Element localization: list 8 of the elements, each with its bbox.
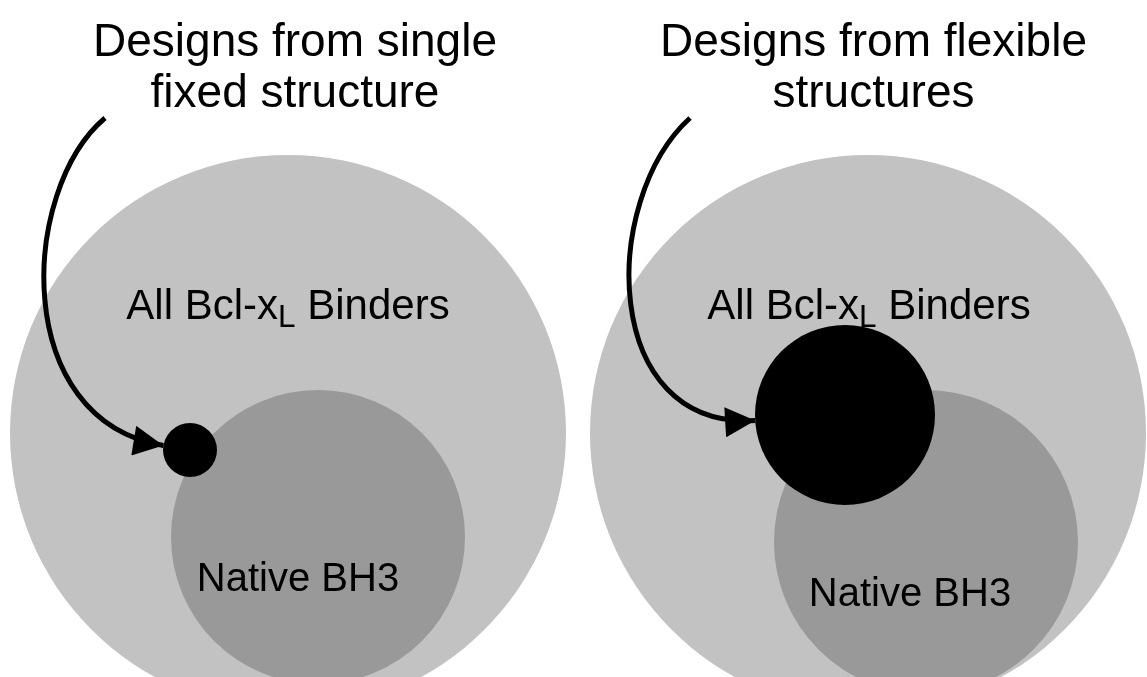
set-label: All Bcl-x$_{L}$ Binders <box>126 281 450 329</box>
set-label: Native BH3 <box>196 554 400 600</box>
design-dot <box>163 423 217 477</box>
set-label: All Bcl-x$_{L}$ Binders <box>707 281 1031 329</box>
heading-text: Designs from flexible structures <box>659 15 1088 117</box>
heading-text: Designs from single fixed structure <box>92 15 498 117</box>
set-label: Native BH3 <box>808 569 1012 615</box>
curved-arrow <box>626 116 756 434</box>
